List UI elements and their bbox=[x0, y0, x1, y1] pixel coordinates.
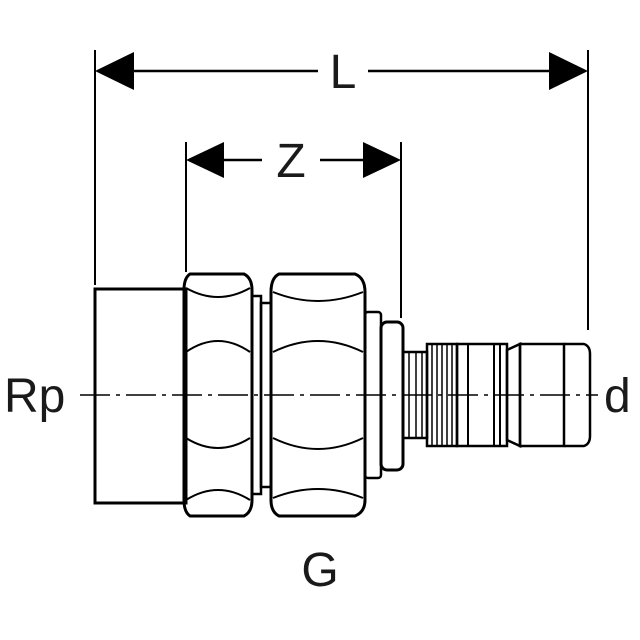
union-nut-G bbox=[269, 272, 367, 518]
arrowhead-L-left bbox=[95, 52, 134, 90]
threaded-socket bbox=[93, 287, 188, 505]
collar bbox=[379, 320, 405, 472]
label-L: L bbox=[330, 46, 357, 99]
label-Rp: Rp bbox=[4, 370, 65, 423]
arrowhead-L-right bbox=[549, 52, 588, 90]
label-d: d bbox=[604, 370, 631, 423]
label-G: G bbox=[301, 544, 338, 597]
hex-nut-left bbox=[182, 272, 254, 518]
fitting-body bbox=[93, 272, 592, 518]
label-Z: Z bbox=[276, 135, 305, 188]
dimension-L: L bbox=[94, 46, 589, 330]
arrowhead-Z-left bbox=[186, 142, 224, 178]
arrowhead-Z-right bbox=[363, 142, 401, 178]
dimension-Z: Z bbox=[185, 135, 402, 318]
